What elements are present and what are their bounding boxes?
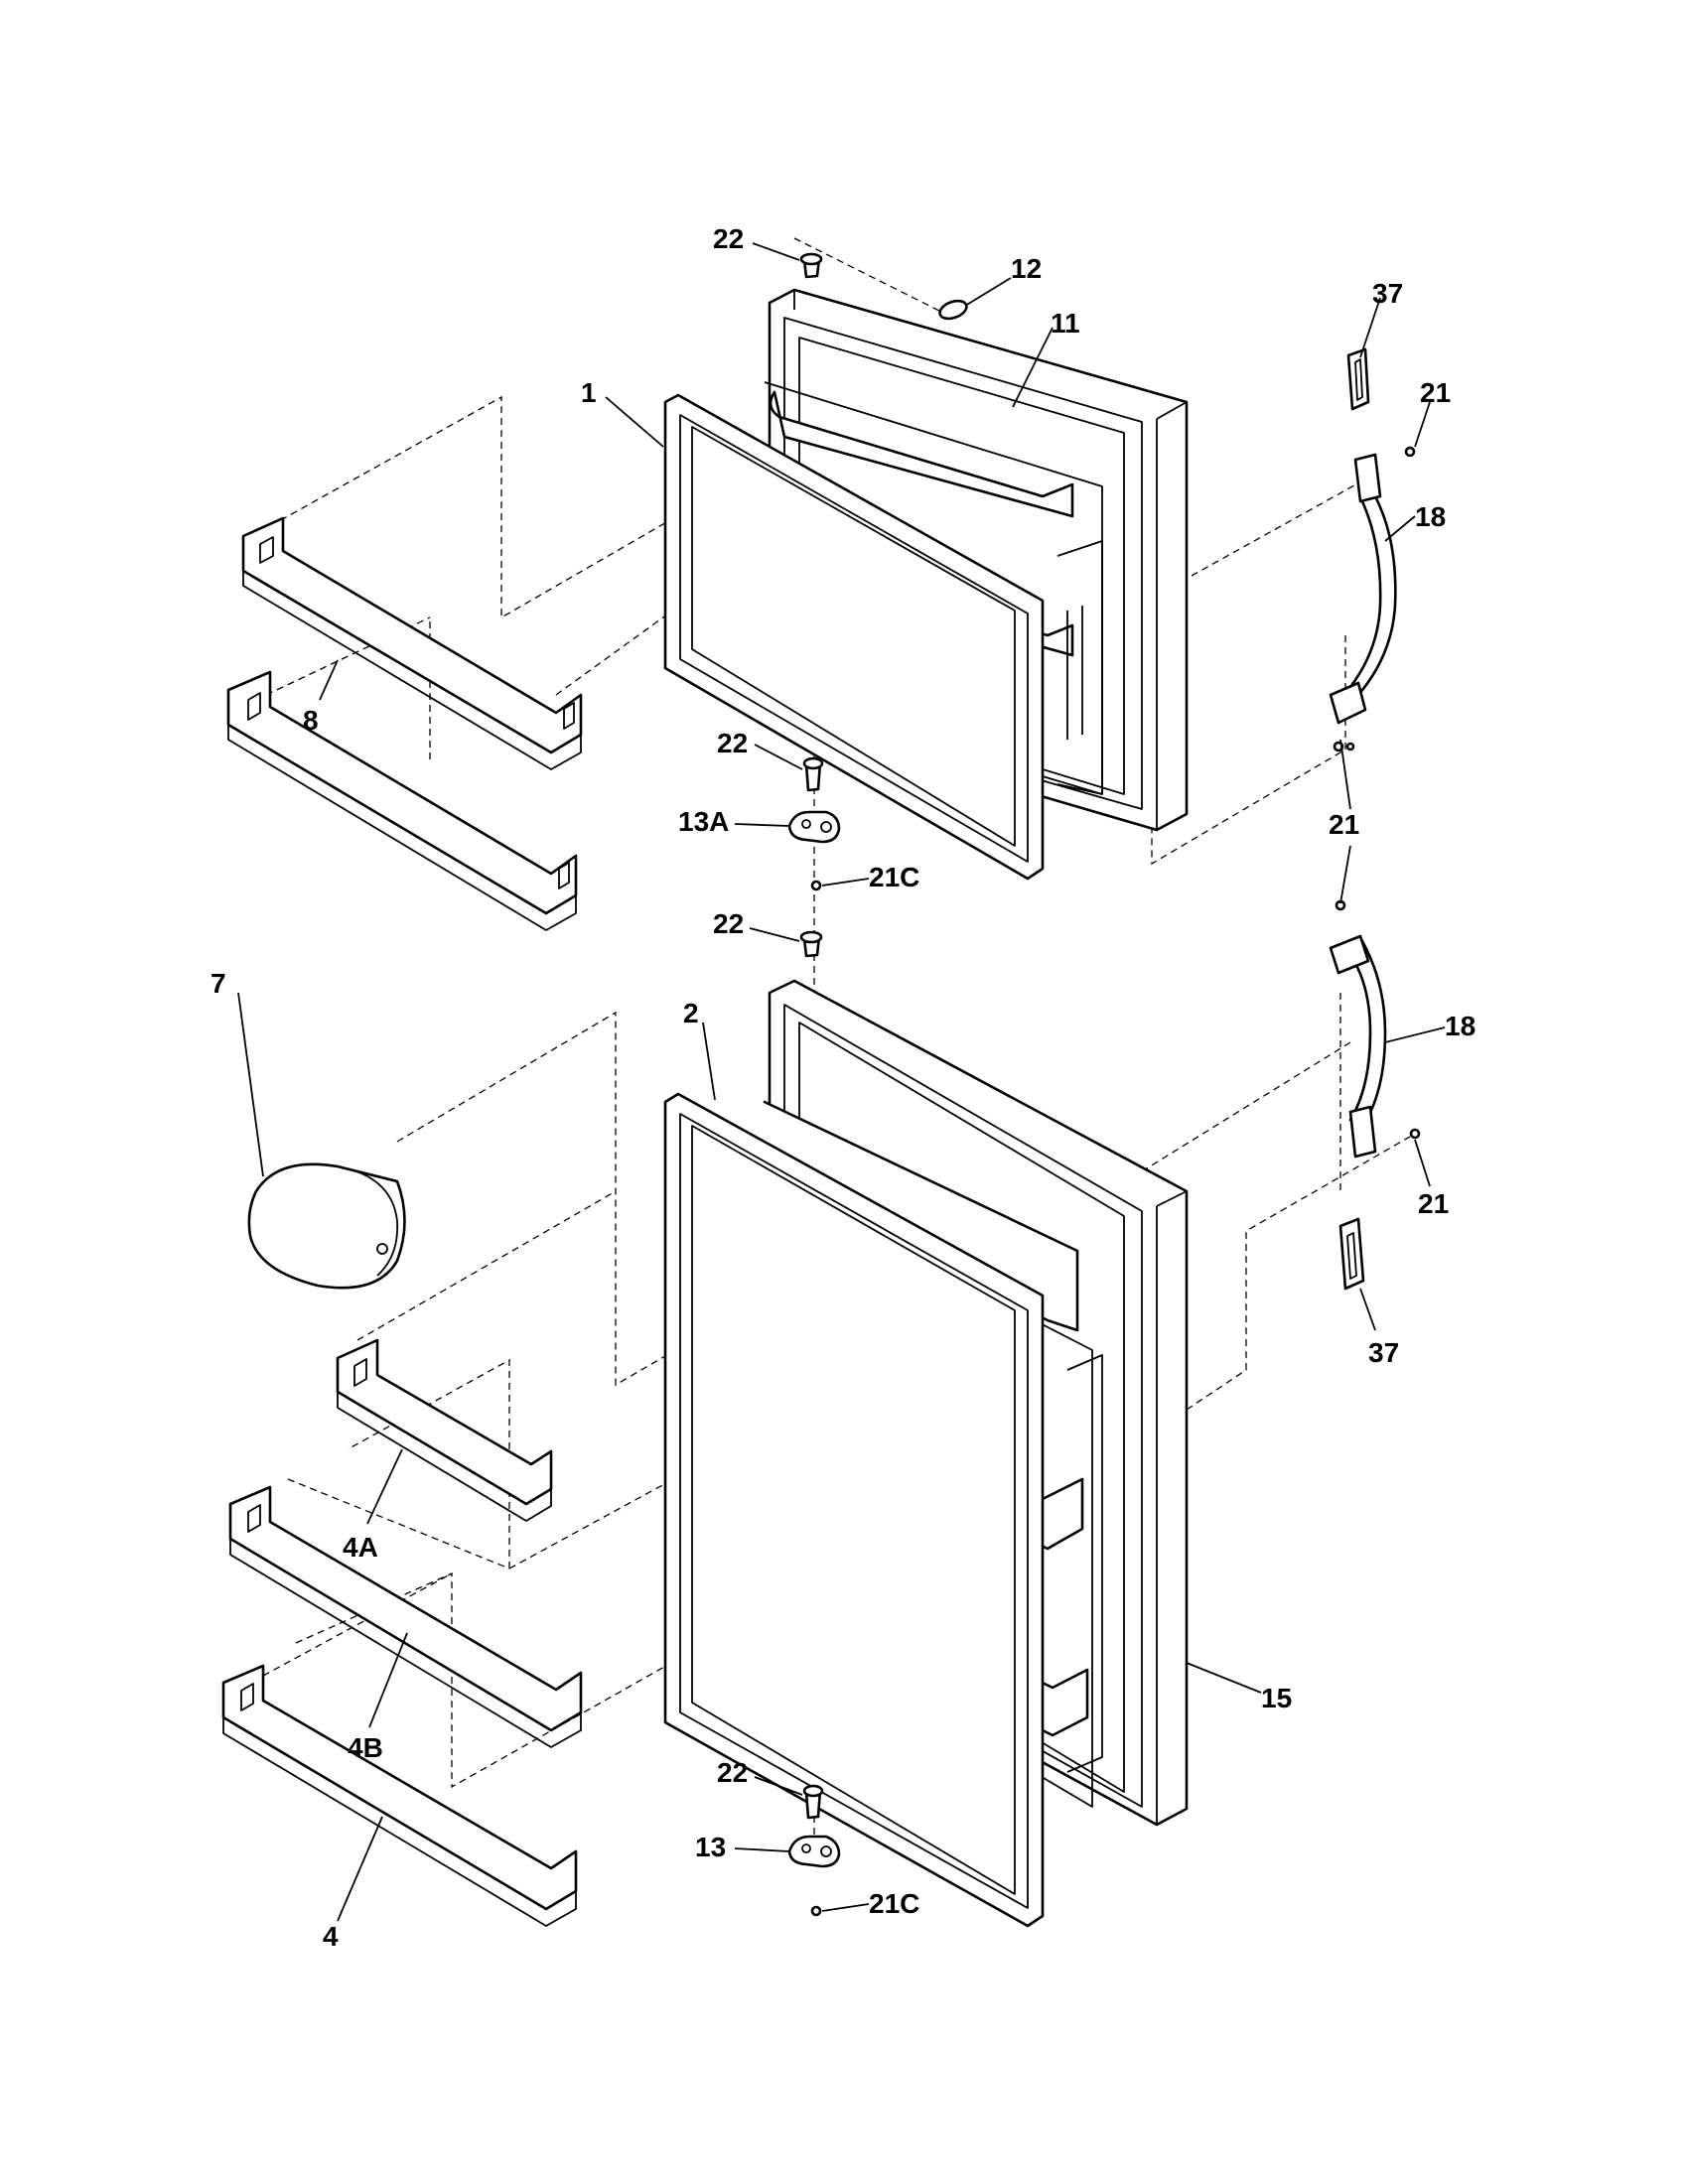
callout-22-top: 22 bbox=[713, 223, 744, 254]
callout-8: 8 bbox=[303, 705, 319, 736]
callout-37-low: 37 bbox=[1368, 1337, 1399, 1368]
callout-1: 1 bbox=[581, 377, 597, 408]
screw-21-d bbox=[1409, 1128, 1421, 1140]
screw-21-b2 bbox=[1345, 742, 1355, 751]
bushing-22-low bbox=[799, 930, 823, 958]
screw-21c-top bbox=[810, 880, 822, 891]
door-shelf-4A bbox=[336, 1338, 553, 1522]
handle-18-lower bbox=[1329, 934, 1387, 1159]
callout-4A: 4A bbox=[343, 1532, 378, 1563]
bushing-22-mid bbox=[802, 756, 824, 792]
bushing-22-bot bbox=[802, 1784, 824, 1820]
callout-22-bot: 22 bbox=[717, 1757, 748, 1788]
screw-21-a bbox=[1404, 446, 1416, 458]
callout-18-low: 18 bbox=[1445, 1011, 1476, 1041]
callout-13A: 13A bbox=[678, 806, 729, 837]
callout-21C-top: 21C bbox=[869, 862, 919, 892]
callout-21C-bot: 21C bbox=[869, 1888, 919, 1919]
door-shelf-8-lower bbox=[226, 670, 578, 931]
callout-13: 13 bbox=[695, 1832, 726, 1862]
door-shelf-8-upper bbox=[241, 516, 583, 770]
callout-2: 2 bbox=[683, 998, 699, 1028]
gasket-2 bbox=[663, 1092, 1045, 1928]
handle-cap-37-upper bbox=[1346, 347, 1370, 411]
callout-21-c: 21 bbox=[1418, 1188, 1449, 1219]
callout-7: 7 bbox=[211, 968, 226, 999]
bushing-22-top bbox=[799, 252, 823, 279]
callout-12: 12 bbox=[1011, 253, 1042, 284]
callout-22-low: 22 bbox=[713, 908, 744, 939]
dairy-cover-7 bbox=[247, 1162, 406, 1290]
door-shelf-4B bbox=[228, 1485, 583, 1748]
callout-22-mid: 22 bbox=[717, 728, 748, 758]
callout-15: 15 bbox=[1261, 1683, 1292, 1713]
callout-11: 11 bbox=[1051, 308, 1080, 339]
callouts: 22 12 11 37 21 1 18 8 22 13A 21C 21 22 7… bbox=[211, 223, 1476, 1952]
callout-37-top: 37 bbox=[1372, 278, 1403, 309]
plug-12 bbox=[938, 299, 968, 321]
callout-21-a: 21 bbox=[1420, 377, 1451, 408]
callout-18-top: 18 bbox=[1415, 501, 1446, 532]
screws bbox=[810, 446, 1421, 1917]
callout-4B: 4B bbox=[348, 1732, 383, 1763]
door-shelf-4 bbox=[221, 1664, 578, 1927]
hinge-13 bbox=[787, 1835, 841, 1868]
leader-lines bbox=[237, 242, 1446, 1922]
callout-21-b: 21 bbox=[1329, 809, 1359, 840]
callout-4: 4 bbox=[323, 1921, 339, 1952]
screw-21c-bot bbox=[810, 1905, 822, 1917]
handle-cap-37-lower bbox=[1338, 1217, 1365, 1291]
hinge-13A bbox=[787, 810, 841, 844]
gasket-1 bbox=[663, 393, 1045, 881]
handle-18-upper bbox=[1329, 453, 1397, 725]
